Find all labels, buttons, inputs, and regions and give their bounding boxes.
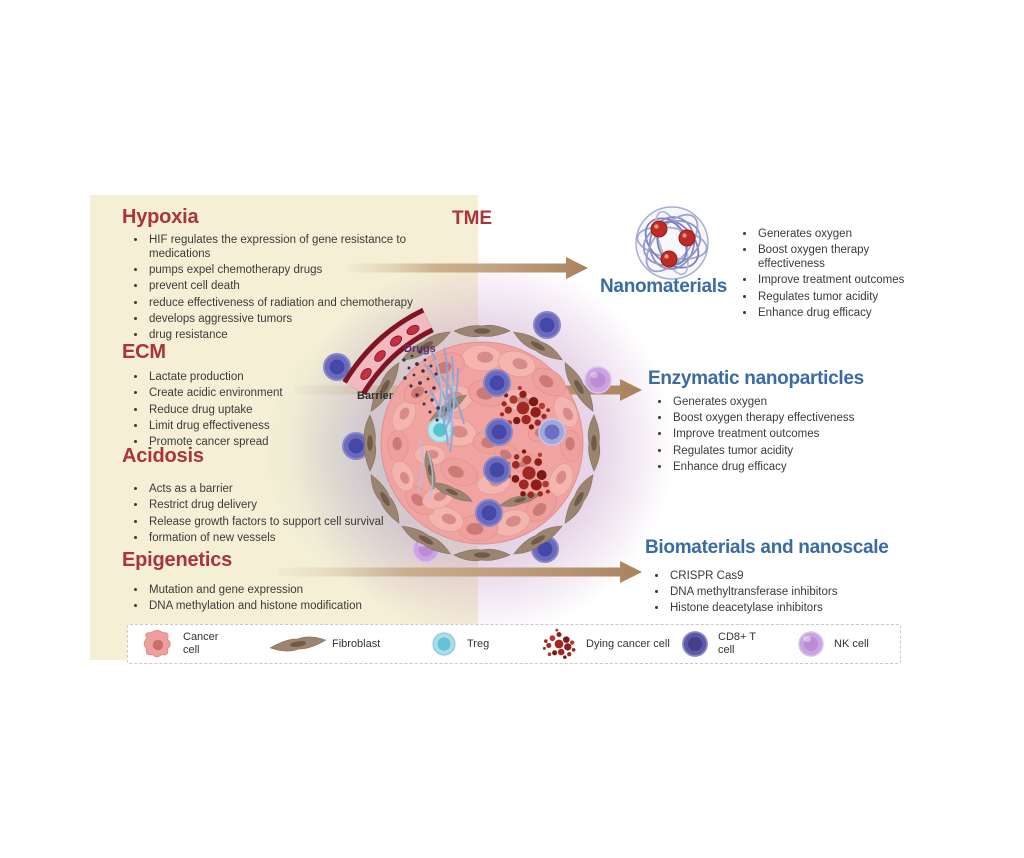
legend-item-cancer-cell: Cancer cell (140, 625, 233, 663)
bullet-item: Generates oxygen (671, 396, 941, 410)
bullet-item: Acts as a barrier (147, 483, 447, 497)
biomaterials-bullet-list: CRISPR Cas9DNA methyltransferase inhibit… (653, 570, 938, 616)
legend-label: Fibroblast (332, 637, 381, 650)
nanoparticle-icon (635, 206, 709, 280)
bullet-item: develops aggressive tumors (147, 313, 429, 327)
bullet-item: Reduce drug uptake (147, 404, 417, 418)
section-enzymatic-nanoparticles: Enzymatic nanoparticles Generates oxygen… (648, 368, 948, 477)
barrier-fibers (417, 347, 465, 501)
bullet-item: Boost oxygen therapy effectiveness (756, 244, 928, 272)
legend-item-cd8-t-cell: CD8+ T cell (681, 625, 770, 663)
section-acidosis: Acidosis Acts as a barrierRestrict drug … (122, 445, 462, 548)
legend: Cancer cell Fibroblast Treg (127, 624, 901, 664)
fibroblast-icon (269, 636, 327, 652)
legend-label: NK cell (834, 637, 869, 650)
bullet-item: Restrict drug delivery (147, 499, 447, 513)
bullet-item: formation of new vessels (147, 532, 447, 546)
bullet-item: reduce effectiveness of radiation and ch… (147, 297, 429, 311)
arrow-to-nanomaterials (348, 257, 588, 279)
dying-cancer-cell-icon (542, 628, 576, 659)
arrow-to-biomaterials (278, 561, 642, 583)
bullet-item: DNA methyltransferase inhibitors (668, 586, 938, 600)
barrier-label: Barrier (357, 390, 394, 402)
section-biomaterials-nanoscale: Biomaterials and nanoscale CRISPR Cas9DN… (645, 537, 945, 619)
bullet-item: Generates oxygen (756, 228, 928, 242)
hypoxia-bullet-list: HIF regulates the expression of gene res… (132, 234, 429, 343)
bullet-item: Mutation and gene expression (147, 584, 447, 598)
legend-label: Dying cancer cell (586, 637, 670, 650)
bullet-item: pumps expel chemotherapy drugs (147, 264, 429, 278)
legend-label: Cancer cell (183, 631, 219, 656)
legend-item-nk-cell: NK cell (797, 625, 886, 663)
biomaterials-heading: Biomaterials and nanoscale (645, 537, 889, 558)
bullet-item: DNA methylation and histone modification (147, 600, 447, 614)
acidosis-heading: Acidosis (122, 445, 204, 467)
bullet-item: Limit drug effectiveness (147, 420, 417, 434)
bullet-item: Regulates tumor acidity (756, 291, 928, 305)
cd8-t-cell-icon (682, 631, 708, 657)
bullet-item: CRISPR Cas9 (668, 570, 938, 584)
epigenetics-bullet-list: Mutation and gene expressionDNA methylat… (132, 584, 447, 614)
nk-cell-icon (798, 631, 824, 657)
drug-particles (402, 350, 440, 422)
bullet-item: Histone deacetylase inhibitors (668, 602, 938, 616)
epigenetics-heading: Epigenetics (122, 549, 233, 571)
legend-label: CD8+ T cell (718, 631, 756, 656)
drugs-label: Drugs (404, 343, 436, 355)
bullet-item: Boost oxygen therapy effectiveness (671, 412, 941, 426)
bullet-item: Improve treatment outcomes (671, 428, 941, 442)
bullet-item: Improve treatment outcomes (756, 274, 928, 288)
bullet-item: prevent cell death (147, 280, 429, 294)
tme-title: TME (452, 208, 493, 229)
bullet-item: Create acidic environment (147, 387, 417, 401)
bullet-item: Promote cancer spread (147, 436, 417, 450)
ecm-heading: ECM (122, 341, 166, 363)
legend-label: Treg (467, 637, 490, 650)
ecm-bullet-list: Lactate productionCreate acidic environm… (132, 371, 417, 450)
bullet-item: drug resistance (147, 329, 429, 343)
nk-like-cell (538, 418, 566, 446)
cancer-cell-icon (143, 629, 171, 658)
acidosis-bullet-list: Acts as a barrierRestrict drug deliveryR… (132, 483, 447, 546)
section-epigenetics: Epigenetics Mutation and gene expression… (122, 549, 462, 617)
legend-item-treg: Treg (431, 625, 509, 663)
bullet-item: Release growth factors to support cell s… (147, 516, 447, 530)
bullet-item: Regulates tumor acidity (671, 445, 941, 459)
legend-item-dying-cancer-cell: Dying cancer cell (540, 625, 670, 663)
treg-cell-icon (432, 632, 456, 656)
nanomaterials-bullet-list: Generates oxygenBoost oxygen therapy eff… (741, 228, 928, 323)
bullet-item: Enhance drug efficacy (671, 461, 941, 475)
section-hypoxia: Hypoxia HIF regulates the expression of … (122, 206, 432, 346)
enzymatic-bullet-list: Generates oxygenBoost oxygen therapy eff… (656, 396, 941, 475)
nanomaterials-heading: Nanomaterials (600, 276, 728, 297)
hypoxia-heading: Hypoxia (122, 206, 199, 228)
enzymatic-heading: Enzymatic nanoparticles (648, 368, 864, 389)
bullet-item: HIF regulates the expression of gene res… (147, 234, 429, 262)
bullet-item: Lactate production (147, 371, 417, 385)
section-ecm: ECM Lactate productionCreate acidic envi… (122, 341, 422, 452)
bullet-item: Enhance drug efficacy (756, 307, 928, 321)
blood-vessel (342, 307, 435, 396)
legend-item-fibroblast: Fibroblast (268, 625, 404, 663)
